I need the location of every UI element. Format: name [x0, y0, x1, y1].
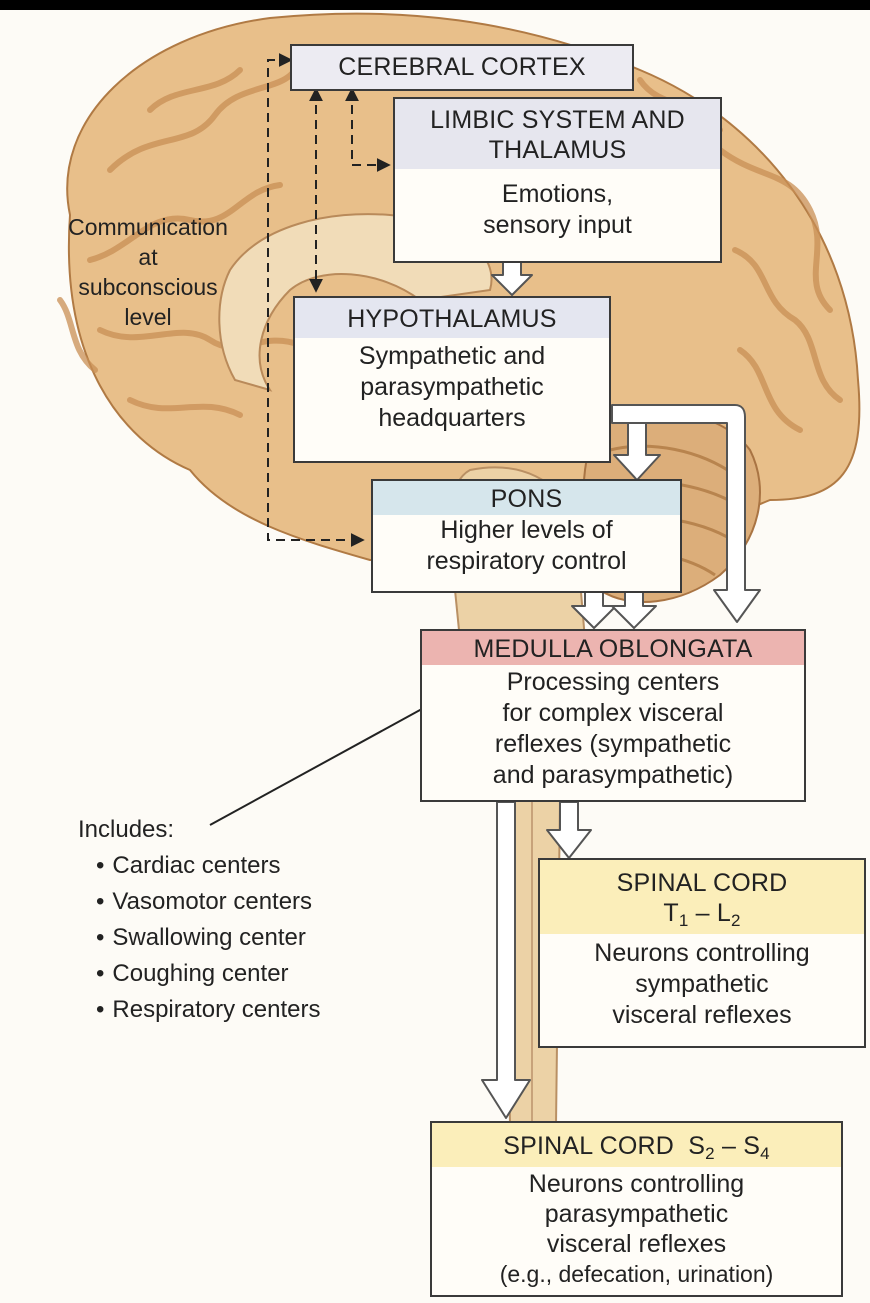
pons-box: PONS Higher levels of respiratory contro…	[371, 479, 682, 593]
range-end-letter: S	[743, 1132, 760, 1160]
range-end-sub: 4	[760, 1144, 770, 1163]
limbic-title-line: LIMBIC SYSTEM AND	[395, 105, 720, 135]
spinal-cord-s2-s4-box: SPINAL CORD S2 – S4 Neurons controlling …	[430, 1121, 843, 1297]
range-dash: –	[715, 1132, 743, 1160]
spinal-s-header: SPINAL CORD S2 – S4	[432, 1123, 841, 1167]
includes-list: Includes: Cardiac centers Vasomotor cent…	[78, 812, 418, 1028]
pons-body-line: Higher levels of	[373, 515, 680, 546]
cerebral-cortex-title: CEREBRAL CORTEX	[292, 46, 632, 89]
limbic-box: LIMBIC SYSTEM AND THALAMUS Emotions, sen…	[393, 97, 722, 263]
spinal-t-title: SPINAL CORD	[540, 868, 864, 898]
spinal-t-body: Neurons controlling sympathetic visceral…	[540, 934, 864, 1031]
range-start-letter: S	[688, 1132, 705, 1160]
hypothalamus-body-line: Sympathetic and	[295, 341, 609, 372]
list-item: Swallowing center	[96, 920, 418, 956]
list-item: Vasomotor centers	[96, 884, 418, 920]
range-end-letter: L	[717, 899, 731, 927]
spinal-s-body-line: parasympathetic	[432, 1199, 841, 1229]
spinal-s-body-line: visceral reflexes	[432, 1229, 841, 1259]
medulla-body-line: and parasympathetic)	[422, 760, 804, 791]
hypothalamus-body-line: parasympathetic	[295, 372, 609, 403]
limbic-header: LIMBIC SYSTEM AND THALAMUS	[395, 99, 720, 169]
range-dash: –	[688, 899, 716, 927]
range-start-sub: 2	[705, 1144, 715, 1163]
limbic-body: Emotions, sensory input	[395, 169, 720, 241]
spinal-cord-t1-l2-box: SPINAL CORD T1 – L2 Neurons controlling …	[538, 858, 866, 1048]
communication-label: Communication at subconscious level	[38, 212, 258, 332]
communication-label-line: Communication	[38, 212, 258, 242]
hypothalamus-body: Sympathetic and parasympathetic headquar…	[295, 338, 609, 434]
medulla-box: MEDULLA OBLONGATA Processing centers for…	[420, 629, 806, 802]
limbic-body-line: sensory input	[395, 210, 720, 241]
medulla-body-line: Processing centers	[422, 667, 804, 698]
pons-title: PONS	[373, 481, 680, 515]
hypothalamus-box: HYPOTHALAMUS Sympathetic and parasympath…	[293, 296, 611, 463]
spinal-t-range: T1 – L2	[540, 898, 864, 928]
hypothalamus-body-line: headquarters	[295, 403, 609, 434]
pons-body: Higher levels of respiratory control	[373, 515, 680, 577]
spinal-t-body-line: sympathetic	[540, 969, 864, 1000]
pons-body-line: respiratory control	[373, 546, 680, 577]
hypothalamus-title: HYPOTHALAMUS	[295, 298, 609, 338]
spinal-t-header: SPINAL CORD T1 – L2	[540, 860, 864, 934]
spinal-s-body-line: (e.g., defecation, urination)	[432, 1259, 841, 1289]
includes-heading: Includes:	[78, 812, 418, 848]
range-start-letter: T	[663, 899, 678, 927]
communication-label-line: subconscious	[38, 272, 258, 302]
medulla-body: Processing centers for complex visceral …	[422, 665, 804, 791]
limbic-body-line: Emotions,	[395, 179, 720, 210]
spinal-s-body: Neurons controlling parasympathetic visc…	[432, 1167, 841, 1289]
communication-label-line: at	[38, 242, 258, 272]
list-item: Cardiac centers	[96, 848, 418, 884]
list-item: Coughing center	[96, 956, 418, 992]
spinal-t-body-line: visceral reflexes	[540, 1000, 864, 1031]
cerebral-cortex-box: CEREBRAL CORTEX	[290, 44, 634, 91]
communication-label-line: level	[38, 302, 258, 332]
list-item: Respiratory centers	[96, 992, 418, 1028]
spinal-s-title: SPINAL CORD	[503, 1132, 674, 1160]
range-end-sub: 2	[731, 911, 741, 930]
includes-items: Cardiac centers Vasomotor centers Swallo…	[78, 848, 418, 1028]
spinal-t-body-line: Neurons controlling	[540, 938, 864, 969]
spinal-s-body-line: Neurons controlling	[432, 1169, 841, 1199]
medulla-body-line: reflexes (sympathetic	[422, 729, 804, 760]
limbic-title-line: THALAMUS	[395, 135, 720, 165]
medulla-body-line: for complex visceral	[422, 698, 804, 729]
medulla-title: MEDULLA OBLONGATA	[422, 631, 804, 665]
